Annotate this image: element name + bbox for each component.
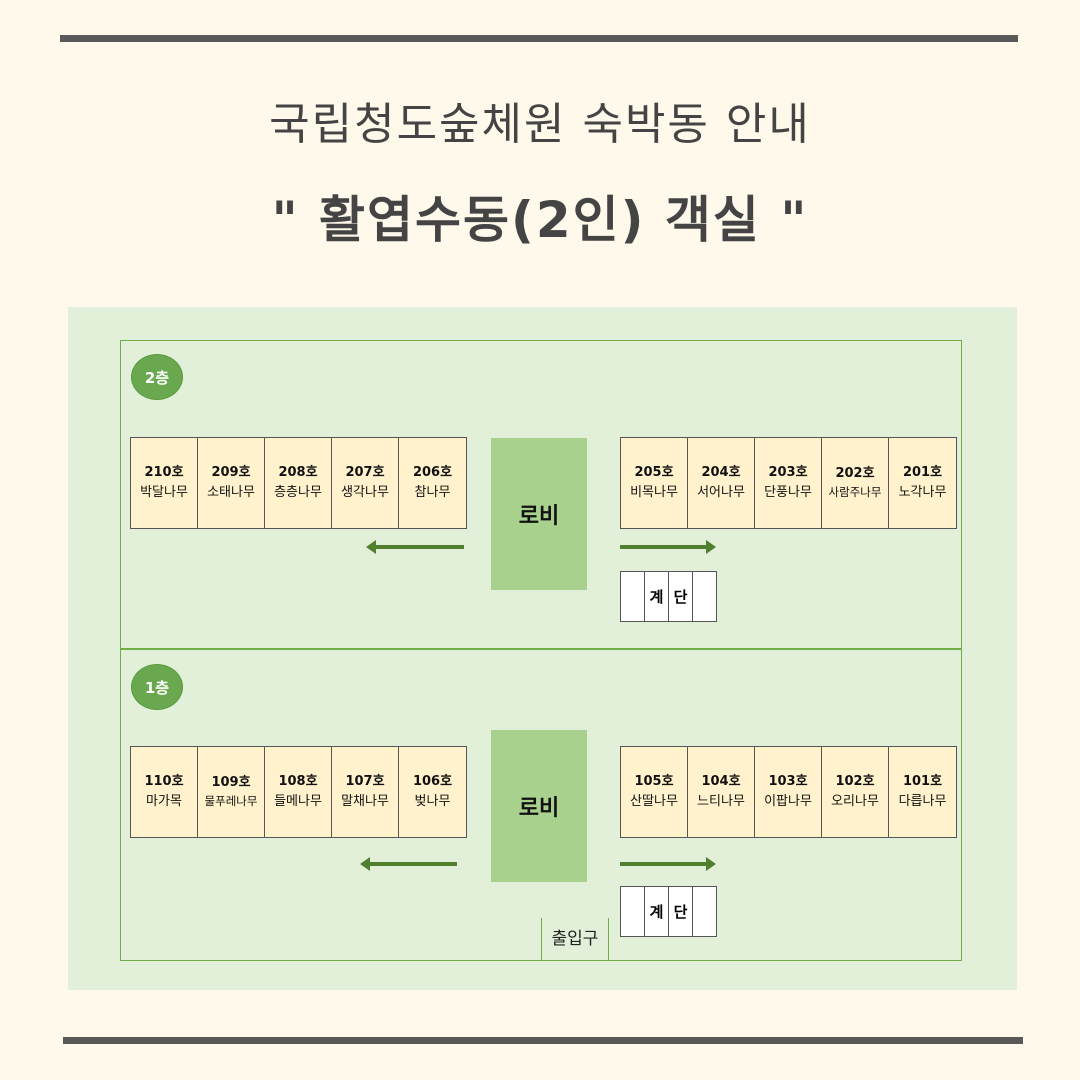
stairs-label: 계 [645, 572, 669, 621]
room-name: 층층나무 [274, 485, 322, 500]
room-name: 오리나무 [831, 794, 879, 809]
entrance-label: 출입구 [541, 918, 609, 960]
stairs-label: 단 [669, 887, 693, 936]
room-number: 206호 [412, 464, 453, 480]
arrow-right-icon [620, 540, 716, 554]
room-number: 102호 [835, 773, 875, 789]
room-number: 109호 [211, 775, 251, 791]
room-number: 203호 [768, 464, 808, 480]
lobby: 로비 [491, 438, 587, 590]
room-number: 105호 [634, 773, 674, 789]
room-number: 205호 [634, 464, 674, 480]
arrow-left-icon [366, 540, 464, 554]
room-name: 물푸레나무 [204, 794, 258, 809]
room-name: 소태나무 [207, 485, 255, 500]
room-name: 벚나무 [414, 794, 451, 809]
room-name: 산딸나무 [630, 794, 678, 809]
room-number: 207호 [345, 464, 385, 480]
room-number: 110호 [144, 773, 184, 789]
lobby: 로비 [491, 730, 587, 882]
room-name: 마가목 [146, 794, 182, 809]
room-number: 101호 [902, 773, 943, 789]
room-name: 이팝나무 [764, 794, 812, 809]
building-outline [120, 340, 962, 961]
room-name: 비목나무 [630, 485, 678, 500]
floor-badge: 1층 [131, 664, 183, 710]
room-name: 들메나무 [274, 794, 322, 809]
bottom-rule [63, 1037, 1023, 1044]
room-name: 참나무 [414, 485, 451, 500]
room-number: 108호 [278, 773, 318, 789]
room-name: 느티나무 [697, 794, 745, 809]
floor-divider [120, 648, 962, 650]
stairs-label: 계 [645, 887, 669, 936]
room-number: 103호 [768, 773, 808, 789]
room-name: 생각나무 [341, 485, 389, 500]
floor-badge: 2층 [131, 354, 183, 400]
room-name: 단풍나무 [764, 485, 812, 500]
room-name: 박달나무 [140, 485, 188, 500]
top-rule [60, 35, 1018, 42]
room-name: 노각나무 [898, 485, 947, 500]
page-title: 국립청도숲체원 숙박동 안내 [269, 99, 811, 150]
room-name: 다릅나무 [898, 794, 947, 809]
room-number: 201호 [902, 464, 943, 480]
room-number: 210호 [144, 464, 184, 480]
arrow-right-icon [620, 857, 716, 871]
room-number: 209호 [211, 464, 251, 480]
room-name: 서어나무 [697, 485, 745, 500]
room-number: 107호 [345, 773, 385, 789]
room-number: 202호 [835, 466, 875, 482]
room-number: 208호 [278, 464, 318, 480]
room-number: 104호 [701, 773, 741, 789]
room-number: 106호 [412, 773, 453, 789]
arrow-left-icon [360, 857, 457, 871]
room-name: 사람주나무 [828, 485, 882, 500]
stairs-label: 단 [669, 572, 693, 621]
room-name: 말채나무 [341, 794, 389, 809]
room-number: 204호 [701, 464, 741, 480]
page-subtitle: " 활엽수동(2인) 객실 " [271, 191, 809, 249]
